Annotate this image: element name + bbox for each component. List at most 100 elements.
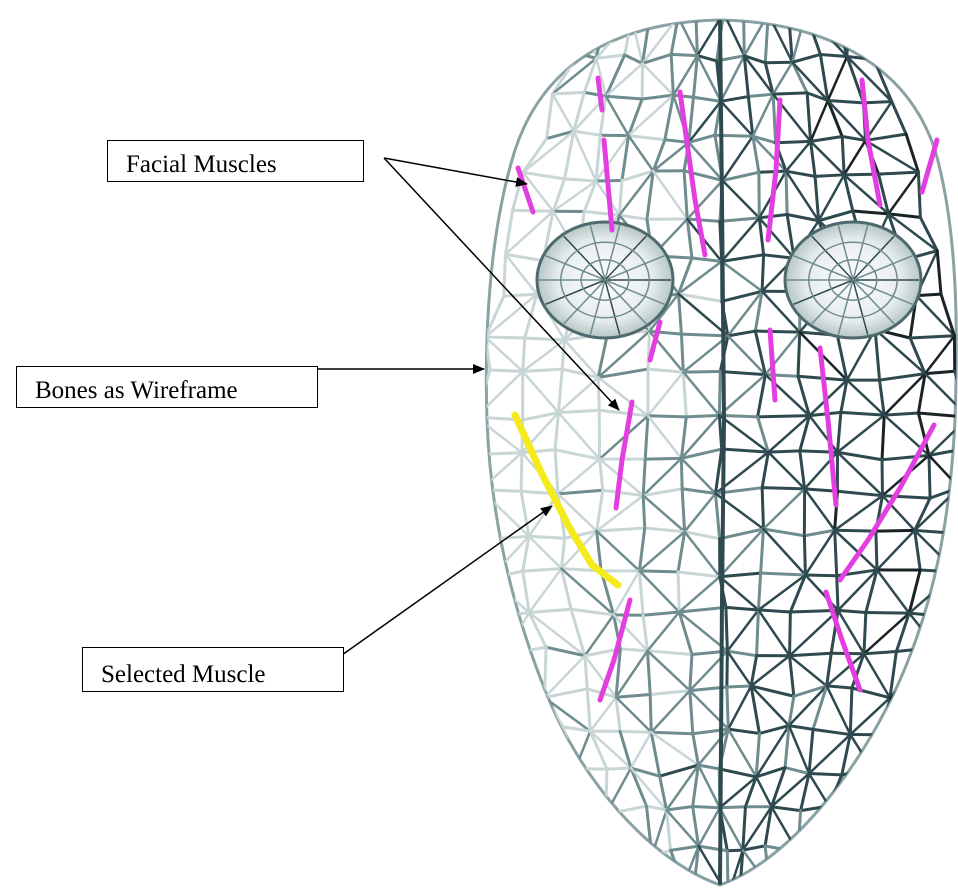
mesh-edge — [829, 806, 861, 807]
mesh-edge — [490, 578, 496, 617]
mesh-edge — [620, 731, 651, 732]
mesh-edge — [489, 539, 490, 578]
mesh-edge — [595, 814, 606, 850]
mesh-edge — [827, 686, 852, 688]
mesh-edge — [863, 102, 891, 103]
mesh-edge — [804, 536, 805, 575]
mesh-edge — [648, 331, 649, 369]
mesh-edge — [588, 812, 595, 851]
mesh-edge — [606, 814, 616, 851]
mesh-edge — [890, 698, 921, 736]
mesh-edge — [776, 141, 811, 142]
mesh-edge — [616, 852, 651, 856]
mesh-edge — [805, 855, 849, 887]
mesh-edge — [740, 885, 770, 888]
mesh-edge — [652, 856, 658, 891]
mesh-edge — [773, 93, 807, 94]
mesh-edge — [815, 175, 844, 177]
mesh-edge — [485, 337, 524, 338]
mesh-edge — [849, 855, 850, 891]
mesh-edge — [643, 459, 645, 495]
mesh-edge — [727, 851, 728, 891]
mesh-edge — [872, 735, 884, 769]
mesh-edge — [504, 254, 506, 296]
mesh-edge — [505, 655, 517, 689]
mesh-edge — [526, 732, 540, 767]
mesh-edge — [643, 496, 644, 528]
mesh-edge — [849, 852, 868, 891]
mesh-edge — [798, 852, 805, 886]
mesh-edge — [835, 530, 876, 531]
mesh-edge — [805, 854, 817, 887]
mesh-edge — [839, 17, 850, 23]
mesh-edge — [809, 774, 842, 775]
mesh-edge — [648, 416, 686, 417]
mesh-edge — [790, 612, 791, 656]
mesh-edge — [598, 377, 599, 410]
selected-muscle-text: Selected Muscle — [101, 662, 266, 687]
mesh-edge — [920, 686, 921, 736]
mesh-edge — [690, 654, 692, 690]
mesh-edge — [696, 21, 697, 55]
mesh-edge — [768, 451, 799, 452]
mesh-edge — [605, 15, 632, 18]
mesh-edge — [758, 610, 790, 612]
mesh-edge — [866, 613, 909, 614]
mesh-edge — [681, 334, 683, 372]
mesh-edge — [589, 850, 595, 891]
mesh-edge — [693, 807, 720, 808]
mesh-edge — [525, 338, 565, 340]
left-eye-sphere — [537, 222, 673, 338]
mesh-edge — [575, 769, 607, 770]
mesh-edge — [567, 850, 595, 851]
mesh-edge — [518, 689, 545, 698]
mesh-edge — [490, 370, 523, 371]
mesh-edge — [588, 812, 606, 814]
mesh-edge — [762, 255, 764, 291]
mesh-edge — [770, 852, 798, 887]
mesh-edge — [728, 885, 740, 891]
mesh-edge — [649, 17, 678, 23]
selected-muscle-label: Selected Muscle — [82, 647, 344, 692]
mesh-edge — [720, 807, 746, 808]
mesh-edge — [632, 18, 649, 22]
mesh-edge — [726, 607, 727, 651]
mesh-edge — [631, 856, 652, 891]
mesh-edge — [744, 14, 769, 15]
mesh-edge — [595, 850, 631, 891]
mesh-edge — [850, 688, 852, 735]
mesh-edge — [849, 852, 869, 855]
mesh-edge — [480, 453, 522, 455]
mesh-edge — [761, 573, 806, 575]
mesh-edge — [481, 490, 522, 492]
mesh-edge — [562, 769, 575, 814]
mesh-edge — [920, 647, 936, 686]
mesh-edge — [481, 490, 490, 540]
mesh-edge — [562, 814, 567, 852]
mesh-edge — [727, 687, 728, 729]
mesh-edge — [765, 375, 798, 377]
mesh-edge — [849, 807, 861, 855]
mesh-edge — [684, 884, 694, 891]
mesh-edge — [905, 736, 921, 774]
mesh-edge — [838, 610, 866, 612]
mesh-edge — [790, 852, 798, 891]
mesh-edge — [645, 458, 681, 459]
mesh-edge — [616, 852, 631, 891]
facial-muscles-text: Facial Muscles — [126, 152, 277, 177]
mesh-edge — [786, 171, 787, 214]
mesh-edge — [588, 15, 605, 19]
mesh-edge — [567, 851, 589, 891]
mesh-edge — [820, 54, 847, 56]
mesh-edge — [883, 735, 920, 736]
mesh-edge — [789, 13, 806, 18]
mesh-edge — [758, 416, 810, 417]
mesh-edge — [562, 812, 587, 814]
mesh-edge — [879, 172, 919, 174]
mesh-edge — [817, 806, 829, 854]
mesh-edge — [884, 413, 918, 415]
mesh-edge — [837, 855, 849, 886]
mesh-edge — [526, 727, 563, 732]
mesh-edge — [759, 171, 786, 172]
mesh-edge — [941, 572, 957, 616]
